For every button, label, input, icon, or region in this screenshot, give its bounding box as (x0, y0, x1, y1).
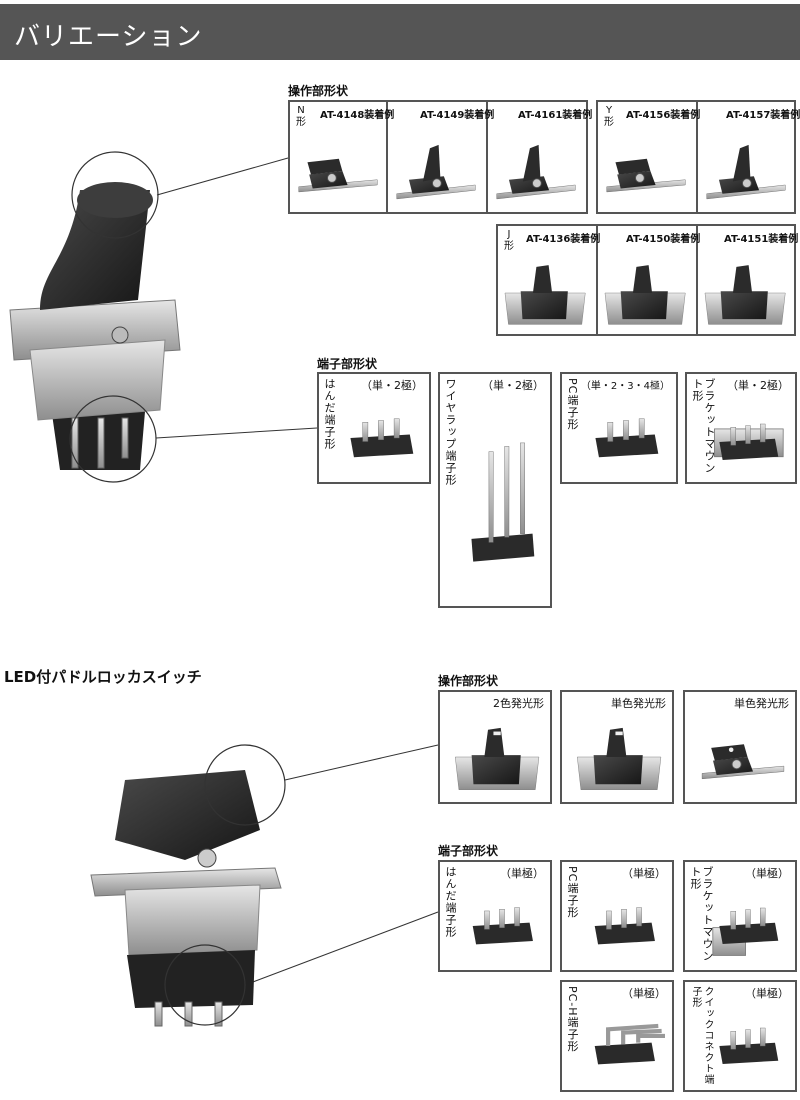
j-switch-image (504, 264, 586, 325)
led-terminal-panel: クイックコネクト端子形 （単極） (683, 980, 797, 1092)
y-group-tag: Y 形 (604, 105, 614, 128)
pole-count: （単・2・3・4極） (580, 381, 670, 392)
terminal-panel: ブラケットマウント形 （単・2極） (685, 372, 797, 484)
terminal-shape-label: 端子部形状 (317, 357, 378, 371)
n-shape-panel: N 形 AT-4148装着例 AT-4149装着例 AT-4161装着例 (288, 100, 592, 214)
y-switch-image (606, 158, 686, 193)
led-operation-shape-label: 操作部形状 (438, 674, 499, 688)
led-operation-panel: 単色発光形 (683, 690, 797, 804)
divider (486, 102, 488, 212)
led-terminal-panel: ブラケットマウント形 （単極） (683, 860, 797, 972)
terminal-panel: ワイヤラップ端子形 （単・2極） (438, 372, 552, 608)
terminal-image (712, 907, 779, 956)
j-switch-image (704, 264, 786, 325)
pole-count: （単極） (622, 987, 666, 1000)
terminal-image (594, 907, 656, 945)
operation-shape-label: 操作部形状 (288, 84, 349, 98)
terminal-name: はんだ端子形 (444, 866, 457, 938)
led-type-label: 単色発光形 (611, 697, 666, 710)
model-label: AT-4148装着例 (320, 110, 395, 121)
led-switch-image (454, 727, 540, 791)
led-terminal-panel: PC端子形 （単極） (560, 860, 674, 972)
led-terminal-panel: PC-H端子形 （単極） (560, 980, 674, 1092)
divider (696, 226, 698, 334)
pole-count: （単・2極） (361, 379, 423, 392)
pole-count: （単極） (622, 867, 666, 880)
n-group-tag: N 形 (296, 105, 306, 128)
toggle-switch-image (9, 151, 181, 483)
j-group-tag: J 形 (504, 229, 514, 252)
pole-count: （単・2極） (727, 379, 789, 392)
y-switch-image (706, 144, 786, 200)
terminal-image (595, 418, 659, 458)
terminal-image (350, 418, 414, 458)
terminal-panel: はんだ端子形 （単・2極） (317, 372, 431, 484)
pole-count: （単極） (745, 987, 789, 1000)
led-switch-image (701, 743, 785, 780)
n-switch-image (396, 144, 476, 200)
n-switch-image (496, 144, 576, 200)
led-rocker-switch-image (90, 744, 286, 1027)
terminal-panel: PC端子形 （単・2・3・4極） (560, 372, 678, 484)
led-terminal-shape-label: 端子部形状 (438, 844, 499, 858)
divider (696, 102, 698, 212)
title-banner: バリエーション (0, 4, 800, 60)
model-label: AT-4161装着例 (518, 110, 593, 121)
terminal-image (471, 442, 535, 562)
terminal-name: ブラケットマウント形 (689, 866, 714, 962)
model-label: AT-4157装着例 (726, 110, 800, 121)
y-shape-panel: Y 形 AT-4156装着例 AT-4157装着例 (596, 100, 800, 214)
pole-count: （単極） (500, 867, 544, 880)
terminal-name: クイックコネクト端子形 (690, 986, 713, 1085)
led-terminal-panel: はんだ端子形 （単極） (438, 860, 552, 972)
terminal-image (472, 907, 534, 945)
j-shape-panel: J 形 AT-4136装着例 AT-4150装着例 AT-4151装着例 (496, 224, 799, 336)
led-operation-panel: 2色発光形 (438, 690, 552, 804)
terminal-name: ワイヤラップ端子形 (444, 378, 457, 486)
terminal-image (714, 423, 784, 461)
model-label: AT-4149装着例 (420, 110, 495, 121)
led-operation-panel: 単色発光形 (560, 690, 674, 804)
pole-count: （単・2極） (482, 379, 544, 392)
led-type-label: 単色発光形 (734, 697, 789, 710)
page-title: バリエーション (14, 22, 203, 52)
j-switch-image (604, 264, 686, 325)
led-type-label: 2色発光形 (493, 697, 544, 710)
led-switch-image (576, 727, 662, 791)
n-switch-image (298, 158, 378, 193)
terminal-image (719, 1027, 779, 1065)
pole-count: （単極） (745, 867, 789, 880)
divider (596, 226, 598, 334)
terminal-name: PC端子形 (566, 866, 579, 919)
terminal-name: はんだ端子形 (323, 378, 336, 450)
model-label: AT-4151装着例 (724, 234, 799, 245)
model-label: AT-4150装着例 (626, 234, 701, 245)
terminal-name: PC-H端子形 (566, 986, 579, 1053)
terminal-name: ブラケットマウント形 (691, 378, 716, 474)
led-section-title: LED付パドルロッカスイッチ (4, 668, 202, 686)
terminal-name: PC端子形 (566, 378, 579, 431)
terminal-image (594, 1023, 665, 1065)
model-label: AT-4136装着例 (526, 234, 601, 245)
divider (386, 102, 388, 212)
model-label: AT-4156装着例 (626, 110, 701, 121)
